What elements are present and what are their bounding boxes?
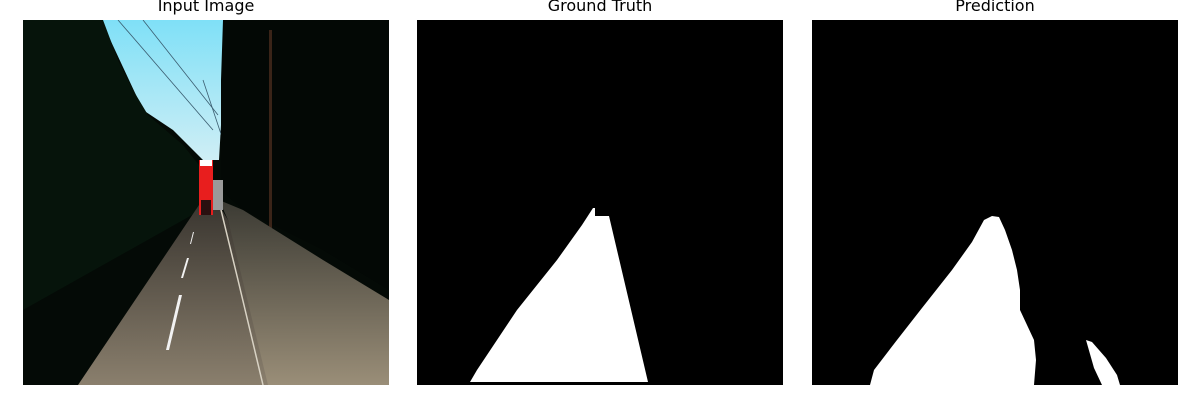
- ground-truth-mask: [417, 20, 783, 385]
- road-edge-line: [220, 209, 264, 385]
- predicted-road-region: [870, 216, 1036, 385]
- prediction-title: Prediction: [955, 0, 1035, 15]
- road: [78, 205, 268, 385]
- tram-top: [200, 160, 212, 166]
- right-verge: [219, 200, 389, 385]
- input-image-photo: [23, 20, 389, 385]
- utility-pole: [269, 30, 272, 240]
- sky: [101, 20, 228, 160]
- tram-base: [201, 200, 211, 215]
- predicted-side-region: [1086, 340, 1120, 385]
- input-image-panel: Input Image: [23, 0, 389, 400]
- ground-truth-mask-image: [417, 20, 783, 385]
- roadside-car: [213, 180, 223, 210]
- ground-truth-panel: Ground Truth: [417, 0, 783, 400]
- prediction-mask-image: [812, 20, 1178, 385]
- input-image-title: Input Image: [157, 0, 255, 15]
- right-trees: [221, 20, 389, 290]
- power-lines: [117, 20, 224, 141]
- lane-markings: [166, 232, 194, 350]
- road-mask-region: [470, 208, 648, 382]
- ground-truth-title: Ground Truth: [547, 0, 653, 15]
- left-trees: [23, 20, 203, 310]
- input-image: [23, 20, 389, 385]
- prediction-panel: Prediction: [812, 0, 1178, 400]
- prediction-mask: [812, 20, 1178, 385]
